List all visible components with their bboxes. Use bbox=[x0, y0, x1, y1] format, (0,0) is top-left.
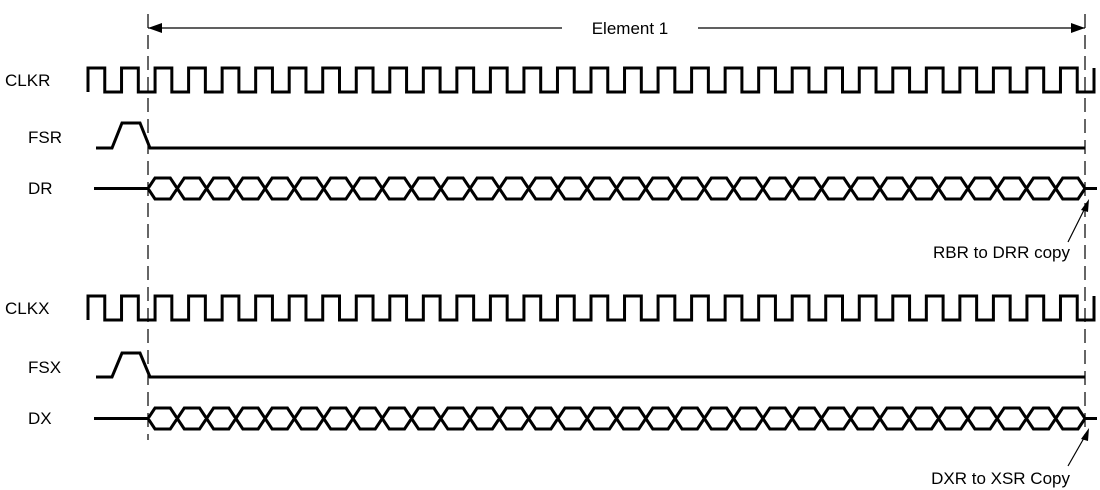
dx-label: DX bbox=[28, 409, 52, 428]
clkx-waveform bbox=[86, 294, 1096, 322]
clkr-waveform bbox=[86, 66, 1096, 94]
dr-waveform bbox=[94, 176, 1097, 201]
rbr-copy-arrowhead bbox=[1081, 199, 1089, 212]
clkr-label: CLKR bbox=[5, 71, 50, 90]
dx-waveform bbox=[94, 406, 1097, 431]
fsr-waveform bbox=[96, 121, 1085, 150]
clkx-label: CLKX bbox=[5, 299, 49, 318]
dr-label: DR bbox=[28, 179, 53, 198]
rbr-copy-note: RBR to DRR copy bbox=[933, 243, 1070, 262]
fsx-waveform bbox=[96, 351, 1085, 379]
element-span-arrow bbox=[148, 23, 1085, 33]
element-label: Element 1 bbox=[592, 19, 669, 38]
fsr-label: FSR bbox=[28, 128, 62, 147]
dxr-copy-arrowhead bbox=[1081, 428, 1089, 441]
dxr-copy-note: DXR to XSR Copy bbox=[931, 469, 1070, 488]
fsx-label: FSX bbox=[28, 358, 61, 377]
